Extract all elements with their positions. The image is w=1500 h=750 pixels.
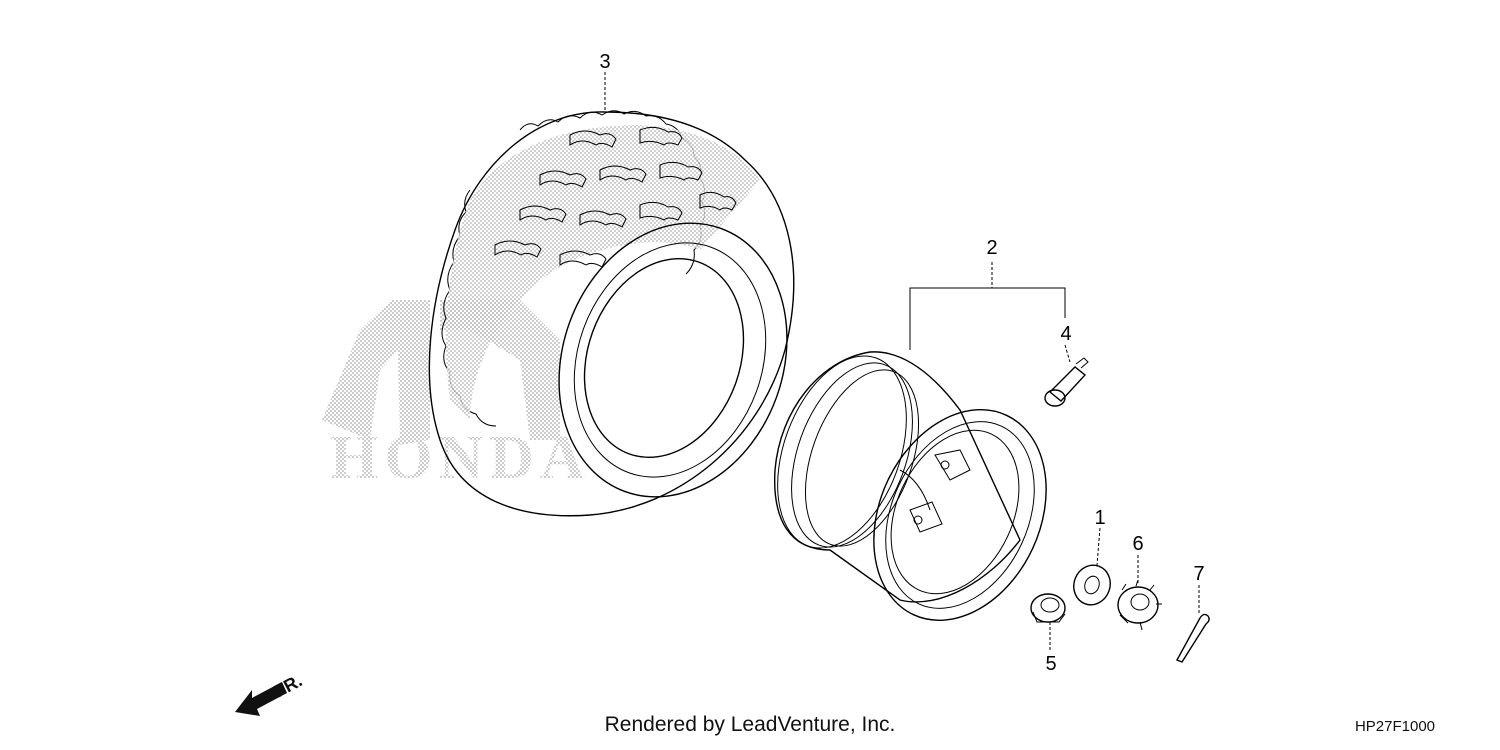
callout-6: 6 — [1132, 533, 1143, 555]
honda-logo-watermark: HONDA — [322, 300, 591, 492]
flange-nut-part[interactable] — [1030, 593, 1066, 623]
callout-4: 4 — [1060, 323, 1071, 345]
callout-1: 1 — [1094, 507, 1105, 529]
diagram-code: HP27F1000 — [1355, 718, 1435, 735]
wheel-rim-part[interactable] — [753, 338, 1079, 648]
tire-part[interactable] — [428, 110, 824, 529]
leader-lines — [604, 72, 1200, 650]
callout-3: 3 — [599, 51, 610, 73]
callout-5: 5 — [1045, 653, 1056, 675]
front-direction-arrow: FR. — [235, 670, 305, 716]
honda-wordmark-watermark: HONDA — [330, 424, 591, 492]
castle-nut-part[interactable] — [1117, 579, 1162, 631]
cotter-pin-part[interactable] — [1176, 613, 1210, 663]
footer-credit: Rendered by LeadVenture, Inc. — [605, 713, 896, 736]
washer-part[interactable] — [1068, 560, 1116, 610]
callout-2: 2 — [986, 237, 997, 259]
callout-7: 7 — [1193, 563, 1204, 585]
valve-stem-part[interactable] — [1044, 357, 1089, 407]
